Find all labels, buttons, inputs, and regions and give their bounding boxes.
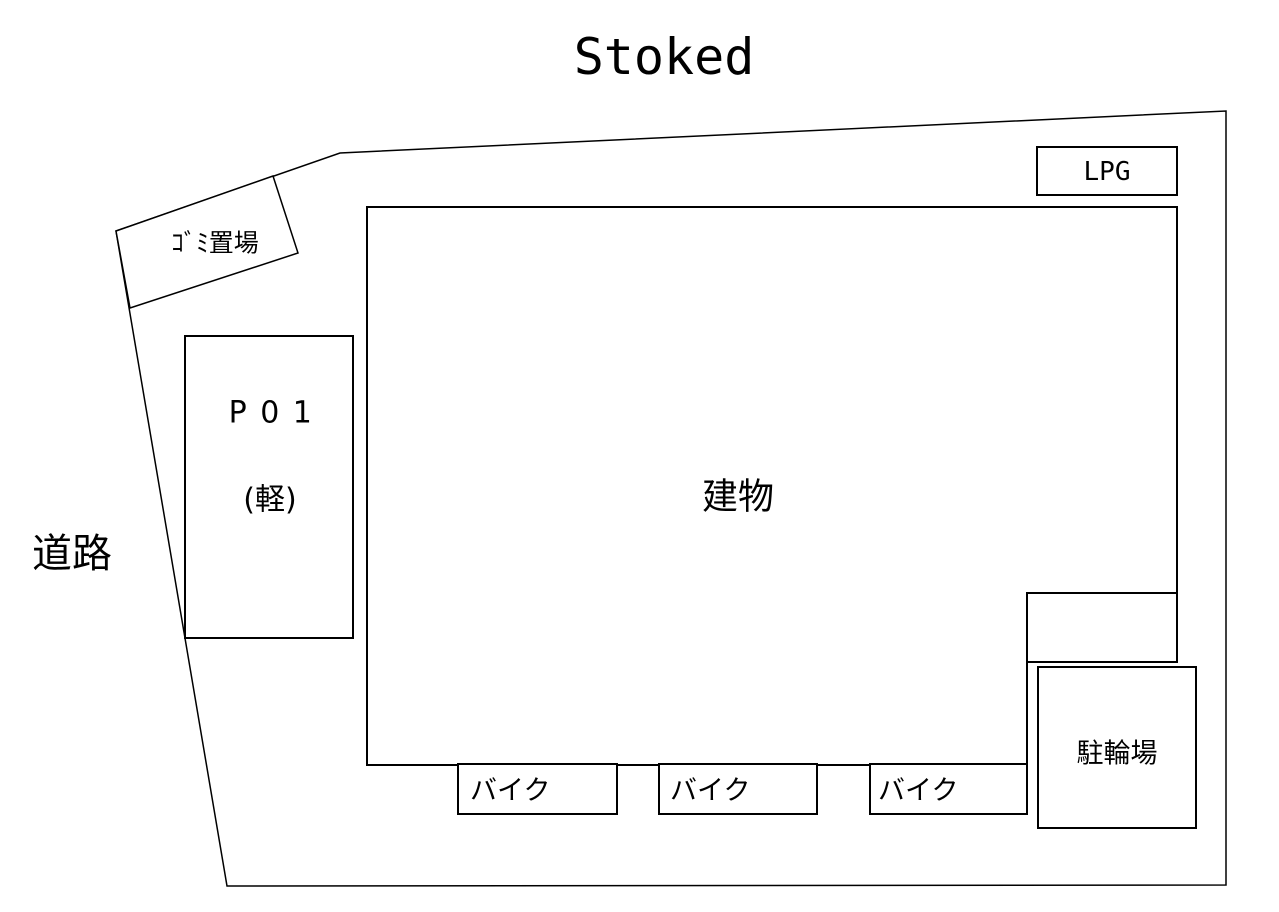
bike-space-2-box [658, 763, 818, 815]
bike-space-1-box [457, 763, 618, 815]
unlabeled-box [1026, 592, 1178, 663]
bike-space-1-label: バイク [470, 776, 550, 807]
bike-space-3-box [869, 763, 1028, 815]
building-label: 建物 [702, 477, 774, 518]
bike-space-3-label: バイク [878, 776, 958, 807]
parking-space-p01-box [184, 335, 354, 639]
parking-space-label: P01 [229, 396, 326, 431]
garbage-area-shape [115, 175, 299, 309]
parking-space-type-label: (軽) [243, 483, 296, 518]
road-label: 道路 [32, 531, 112, 577]
page-title: Stoked [574, 28, 755, 86]
garbage-area-label: ｺﾞﾐ置場 [171, 229, 259, 258]
lpg-box [1036, 146, 1178, 196]
lpg-label: LPG [1084, 157, 1131, 187]
bicycle-parking-box [1037, 666, 1197, 829]
bicycle-parking-label: 駐輪場 [1077, 739, 1158, 770]
bike-space-2-label: バイク [670, 776, 750, 807]
